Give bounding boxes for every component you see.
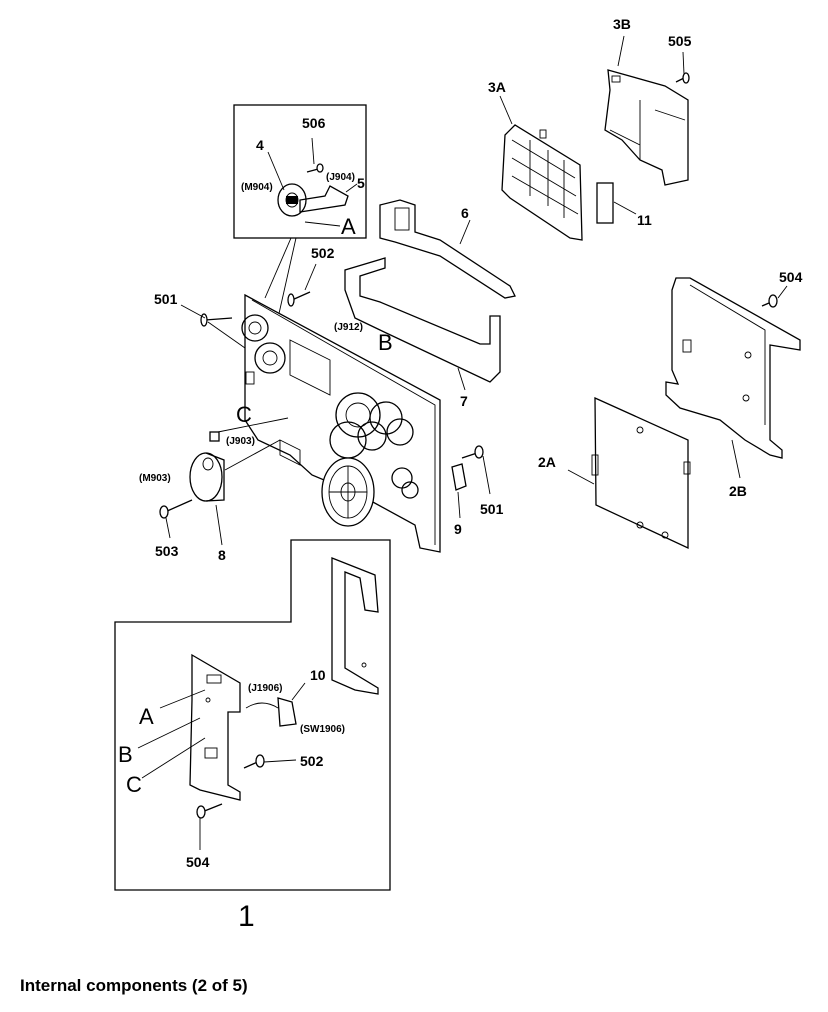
callout-502-top: 502 [311, 245, 335, 261]
ref-a-inset: A [139, 704, 154, 729]
connector-j903: (J903) [226, 436, 255, 447]
screw-506 [306, 163, 324, 173]
main-chassis [241, 293, 441, 553]
ref-b-top: B [378, 330, 393, 355]
bracket-3b [604, 69, 689, 186]
board-2a [591, 396, 691, 550]
motor-m903 [189, 431, 225, 502]
frame-2b [665, 277, 801, 459]
screw-501-left [200, 313, 233, 327]
callout-7: 7 [460, 393, 468, 409]
callout-3b: 3B [613, 16, 631, 32]
flat-cable-7 [344, 257, 501, 383]
part-9 [451, 463, 467, 491]
inset-box-bottom [114, 539, 391, 891]
screw-502-top [287, 291, 311, 307]
switch-sw1906 [245, 697, 297, 727]
part-11 [596, 182, 614, 224]
cage-3a [501, 124, 583, 241]
screw-501-right [461, 445, 484, 459]
callout-5: 5 [357, 175, 365, 191]
callout-504-right: 504 [779, 269, 803, 285]
ref-c-inset: C [126, 772, 142, 797]
connector-j1906: (J1906) [248, 683, 282, 694]
leader-506 [311, 137, 315, 165]
callout-1: 1 [238, 900, 255, 933]
callout-8: 8 [218, 547, 226, 563]
motor-m904 [277, 183, 307, 217]
ref-b-inset: B [118, 742, 133, 767]
callout-4: 4 [256, 137, 264, 153]
callout-11: 11 [637, 212, 652, 228]
callout-504-bottom: 504 [186, 854, 210, 870]
leader-a-top [304, 221, 341, 227]
leader-4 [267, 151, 285, 191]
callout-503: 503 [155, 543, 179, 559]
rail-plate [331, 557, 379, 695]
figure-caption: Internal components (2 of 5) [20, 976, 248, 995]
screw-502-bottom [243, 754, 265, 769]
callout-2b: 2B [729, 483, 747, 499]
callout-2a: 2A [538, 454, 556, 470]
connector-sw1906: (SW1906) [300, 724, 345, 735]
callout-502-bottom: 502 [300, 753, 324, 769]
callout-505: 505 [668, 33, 692, 49]
callout-6: 6 [461, 205, 469, 221]
connector-m904: (M904) [241, 182, 273, 193]
callout-9: 9 [454, 521, 462, 537]
leader-5 [345, 183, 358, 193]
callout-501-right: 501 [480, 501, 504, 517]
ref-c-top: C [236, 402, 252, 427]
screw-503 [159, 499, 193, 519]
callout-506: 506 [302, 115, 326, 131]
connector-j904: (J904) [326, 172, 355, 183]
bracket-5 [299, 185, 349, 213]
callout-501-left: 501 [154, 291, 178, 307]
screw-505 [675, 72, 690, 84]
callout-3a: 3A [488, 79, 506, 95]
screw-504-bottom [196, 803, 223, 819]
exploded-parts-diagram: 506 4 (M904) (J904) 5 A 502 501 (J912) B… [114, 16, 803, 933]
callout-10: 10 [310, 667, 326, 683]
ref-a-top: A [341, 214, 356, 239]
screw-504-right [761, 294, 778, 308]
connector-m903: (M903) [139, 473, 171, 484]
assembly-plate [189, 653, 241, 801]
connector-j912: (J912) [334, 322, 363, 333]
bracket-6 [379, 199, 516, 299]
inset-box-top [233, 104, 367, 239]
